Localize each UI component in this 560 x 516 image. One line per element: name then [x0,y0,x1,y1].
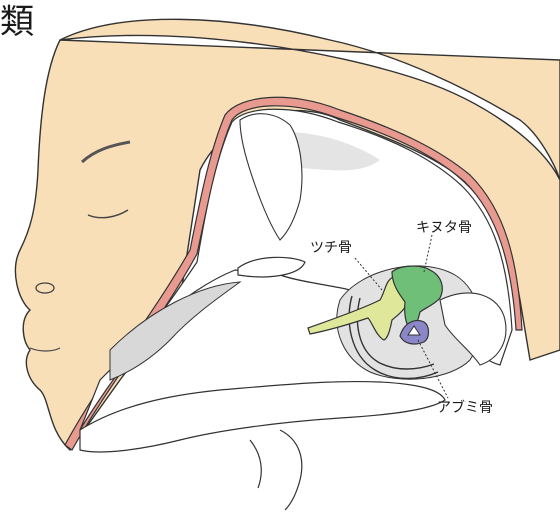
neck-bone [250,430,302,510]
label-malleus: ツチ骨 [310,240,352,256]
label-stapes: アブミ骨 [437,399,493,416]
label-incus: キヌタ骨 [416,220,472,236]
lower-bone [80,382,445,452]
